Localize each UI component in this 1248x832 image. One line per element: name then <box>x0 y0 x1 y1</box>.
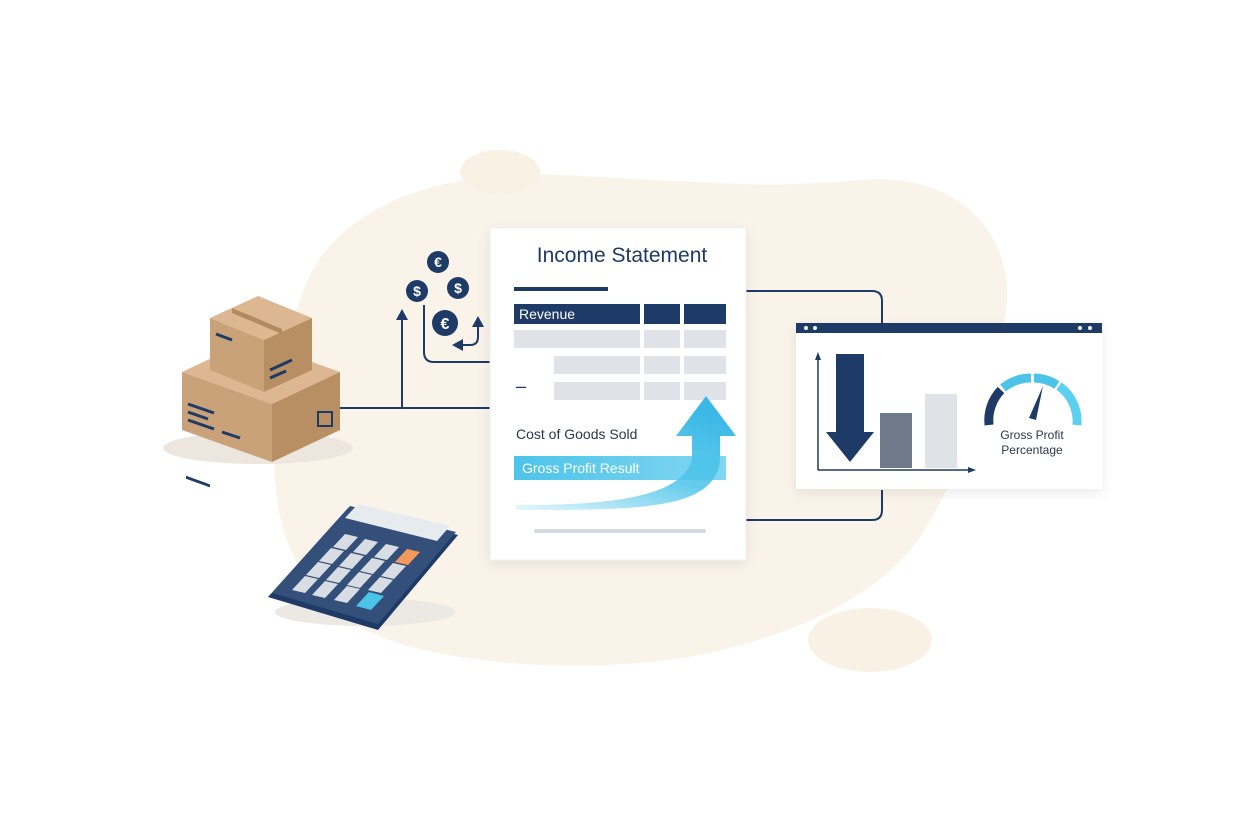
cogs-label: Cost of Goods Sold <box>516 426 637 442</box>
revenue-label: Revenue <box>519 306 575 322</box>
statement-title: Income Statement <box>537 244 708 267</box>
chart-axes <box>817 358 972 471</box>
revenue-row: Revenue <box>514 304 726 324</box>
gauge-icon <box>984 373 1082 426</box>
gauge-needle <box>1029 386 1043 420</box>
x-axis-arrow <box>968 467 976 473</box>
footer-line <box>534 529 706 533</box>
gross-profit-label: Gross Profit Result <box>522 460 640 476</box>
title-underline <box>514 287 608 291</box>
dollar-coin-icon: $ <box>447 277 469 299</box>
down-arrow-bar <box>826 354 874 462</box>
window-dots <box>804 326 1092 330</box>
dollar-coin-icon: $ <box>406 280 428 302</box>
calculator-icon <box>268 504 458 630</box>
table-rows <box>514 330 726 400</box>
coin-symbol: € <box>434 254 442 270</box>
coin-symbol: $ <box>413 283 421 299</box>
mid-bar <box>880 413 912 468</box>
euro-coin-icon: € <box>432 310 458 336</box>
y-axis-arrow <box>815 352 821 360</box>
dashboard-titlebar <box>796 323 1102 333</box>
gauge-label-line2: Percentage <box>1001 443 1063 457</box>
decline-bars <box>826 354 957 468</box>
gauge-label-line1: Gross Profit <box>1000 428 1064 442</box>
light-bar <box>925 394 957 468</box>
coin-symbol: $ <box>454 280 462 296</box>
coins-group: € $ $ € <box>406 251 469 336</box>
coin-symbol: € <box>441 316 450 333</box>
growth-arrow-icon <box>516 396 736 510</box>
cardboard-boxes-icon <box>163 296 353 488</box>
gross-profit-bar <box>514 456 726 480</box>
euro-coin-icon: € <box>427 251 449 273</box>
minus-sign: – <box>516 376 526 396</box>
